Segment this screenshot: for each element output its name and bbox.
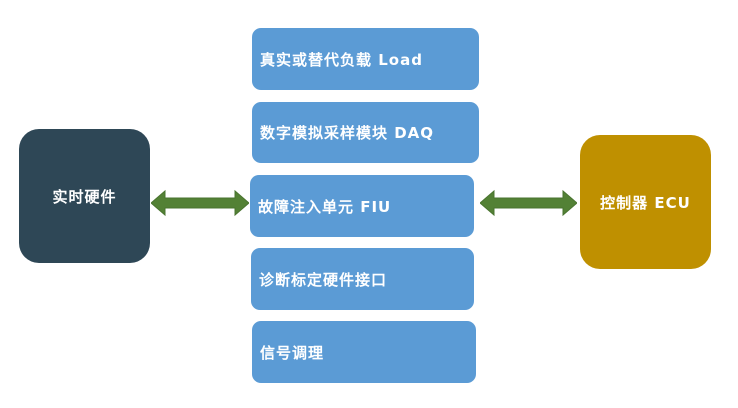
realtime-hardware-label: 实时硬件 <box>52 187 117 206</box>
module-daq: 数字模拟采样模块 DAQ <box>252 102 479 163</box>
module-fiu-label: 故障注入单元 FIU <box>258 197 392 216</box>
module-signal-conditioning: 信号调理 <box>252 321 476 383</box>
module-fiu: 故障注入单元 FIU <box>250 175 474 237</box>
double-arrow-left <box>151 189 249 217</box>
realtime-hardware-block: 实时硬件 <box>19 129 150 263</box>
ecu-controller-block: 控制器 ECU <box>580 135 711 269</box>
module-diagnostic-interface: 诊断标定硬件接口 <box>251 248 474 310</box>
module-diagnostic-label: 诊断标定硬件接口 <box>259 270 388 289</box>
module-daq-label: 数字模拟采样模块 DAQ <box>260 124 435 142</box>
ecu-controller-label: 控制器 ECU <box>600 193 691 212</box>
module-load-label: 真实或替代负载 Load <box>260 50 423 69</box>
module-signal-conditioning-label: 信号调理 <box>260 343 325 362</box>
module-load: 真实或替代负载 Load <box>252 28 479 90</box>
double-arrow-right <box>480 189 577 217</box>
